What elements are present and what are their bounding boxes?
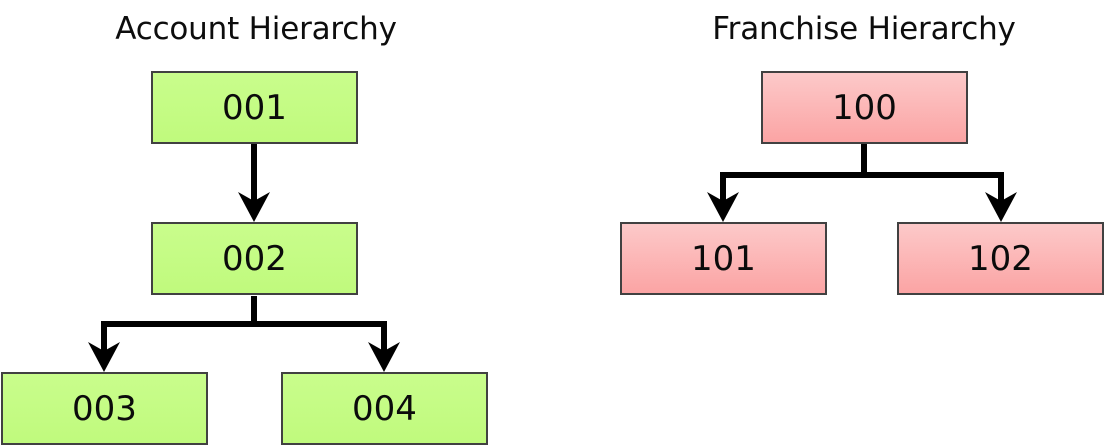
edge-acct002-children — [88, 296, 400, 372]
node-acct-002[interactable]: 002 — [151, 222, 358, 295]
node-acct-004[interactable]: 004 — [281, 372, 488, 445]
node-label: 002 — [222, 238, 287, 279]
edge-acct001-acct002 — [238, 144, 270, 222]
node-label: 001 — [222, 87, 287, 128]
node-fran-100[interactable]: 100 — [761, 71, 968, 144]
node-acct-001[interactable]: 001 — [151, 71, 358, 144]
node-fran-101[interactable]: 101 — [620, 222, 827, 295]
edge-fran100-children — [707, 144, 1017, 222]
node-acct-003[interactable]: 003 — [1, 372, 208, 445]
node-label: 004 — [352, 388, 417, 429]
node-fran-102[interactable]: 102 — [897, 222, 1104, 295]
node-label: 102 — [968, 238, 1033, 279]
node-label: 003 — [72, 388, 137, 429]
account-hierarchy-title: Account Hierarchy — [115, 11, 397, 47]
node-label: 101 — [691, 238, 756, 279]
franchise-hierarchy-title: Franchise Hierarchy — [712, 11, 1016, 47]
node-label: 100 — [832, 87, 897, 128]
